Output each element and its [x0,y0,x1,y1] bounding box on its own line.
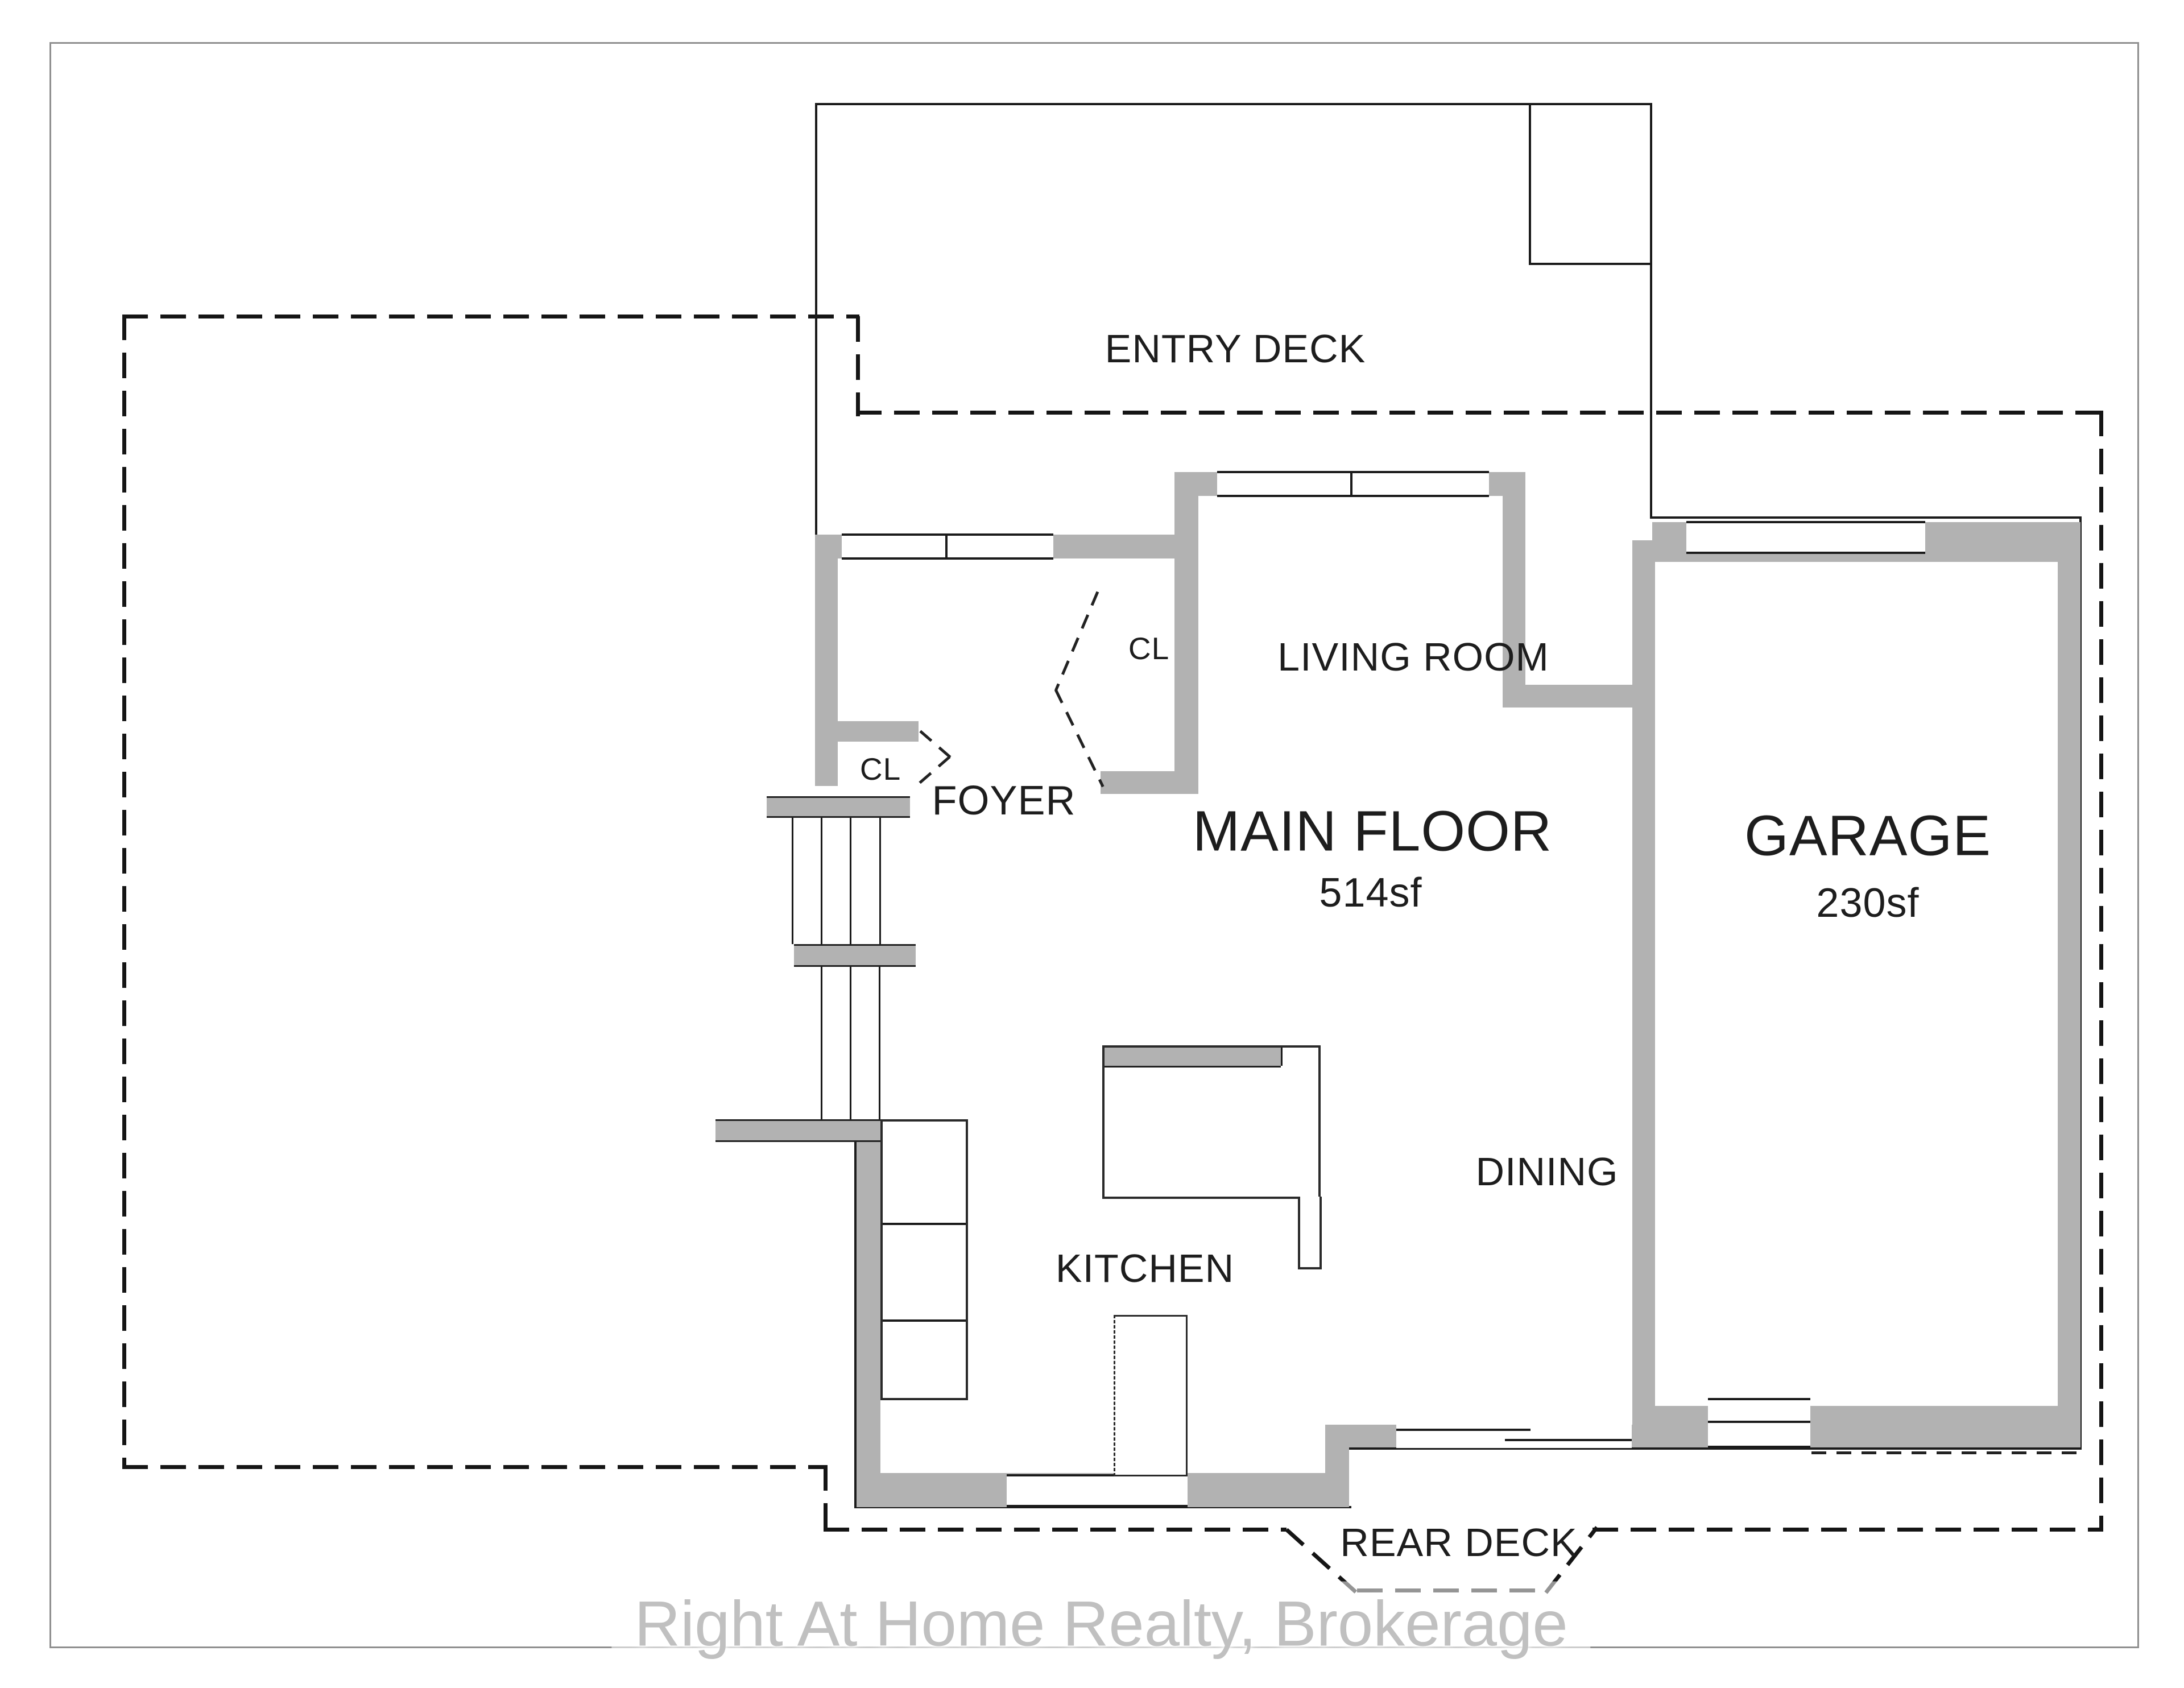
kitchen-island-counter-strip [1105,1048,1281,1068]
garage-top-outer-line [1650,516,2081,519]
label-closet-living: CL [1128,631,1170,666]
label-main-floor: MAIN FLOOR [1192,799,1553,863]
wall-step-horizontal [1503,685,1655,708]
label-living-room: LIVING ROOM [1277,635,1549,679]
boundary-dash-jog [824,1465,828,1532]
wall-foyer-left [815,535,838,786]
label-kitchen: KITCHEN [1055,1246,1235,1290]
label-main-floor-area: 514sf [1319,870,1422,916]
kitchen-wall-counter [880,1119,968,1400]
foyer-window-mullion [945,536,948,557]
stair-landing-mid [794,944,916,967]
label-dining: DINING [1475,1149,1619,1194]
wall-garage-divider [1632,540,1655,1447]
garage-right-outer-line [2079,516,2082,1450]
boundary-dash-top-left [122,315,859,318]
boundary-dash-bottom-left [122,1465,828,1469]
living-room-window-mullion [1350,473,1352,495]
stair-tread [850,818,851,944]
kitchen-island-tab [1298,1197,1322,1269]
kitchen-bottom-outer-line [854,1506,1351,1508]
wall-closet-foyer-stub [815,721,919,742]
rear-sliding-door-panel-b [1505,1439,1632,1441]
label-garage-area: 230sf [1816,880,1920,926]
kitchen-counter-divider [883,1223,966,1225]
garage-door-dash [1811,1451,2077,1454]
wall-kitchen-left [857,1142,880,1473]
rear-sliding-door-panel-a [1396,1429,1531,1431]
rear-deck-dash-left [824,1528,1287,1532]
kitchen-island-strip-end [1281,1048,1283,1066]
stair-tread [792,818,793,944]
boundary-dash-step-vertical [856,316,860,416]
boundary-dash-right [2099,411,2103,1532]
dining-bottom-outer-line [1325,1447,1655,1450]
entry-deck-left-line [815,103,817,536]
garage-top-window [1686,521,1925,554]
watermark: Right At Home Realty, Brokerage [611,1581,1591,1666]
label-garage: GARAGE [1744,804,1991,868]
label-foyer: FOYER [932,778,1076,824]
stair-landing-bottom [715,1119,880,1142]
kitchen-bottom-window [1007,1474,1188,1507]
garage-bottom-window-midline [1708,1421,1810,1423]
stair-tread [821,818,822,944]
boundary-dash-left [122,315,126,1469]
entry-deck-right-line [1650,103,1652,519]
boundary-dash-upper [856,411,2103,415]
kitchen-island [1102,1045,1321,1199]
wall-living-east-step [1503,472,1525,708]
wall-closet-living-bottom [1101,771,1198,794]
wall-garage-right [2058,522,2080,1447]
kitchen-counter-divider [883,1319,966,1322]
kitchen-appliance [1114,1315,1188,1476]
stair-tread [879,967,880,1119]
stair-landing-top [767,796,910,818]
wall-foyer-living-connector [1174,472,1198,794]
foyer-window [842,533,1053,560]
rear-deck-dash-right [1592,1528,2103,1532]
entry-deck-notch-bottom-line [1529,263,1652,265]
rear-sliding-door [1396,1423,1632,1448]
entry-deck-notch-left-line [1529,103,1531,265]
living-room-window [1217,471,1489,497]
garage-bottom-window [1708,1398,1810,1448]
stair-tread [879,818,881,944]
label-rear-deck: REAR DECK [1340,1520,1578,1565]
label-entry-deck: ENTRY DECK [1105,326,1366,371]
stair-tread [821,967,822,1119]
stair-tread [850,967,851,1119]
kitchen-left-outer-line [854,1141,857,1508]
entry-deck-top-line [815,103,1652,105]
garage-bottom-outer-line [1632,1447,2082,1450]
label-closet-foyer: CL [859,751,901,787]
